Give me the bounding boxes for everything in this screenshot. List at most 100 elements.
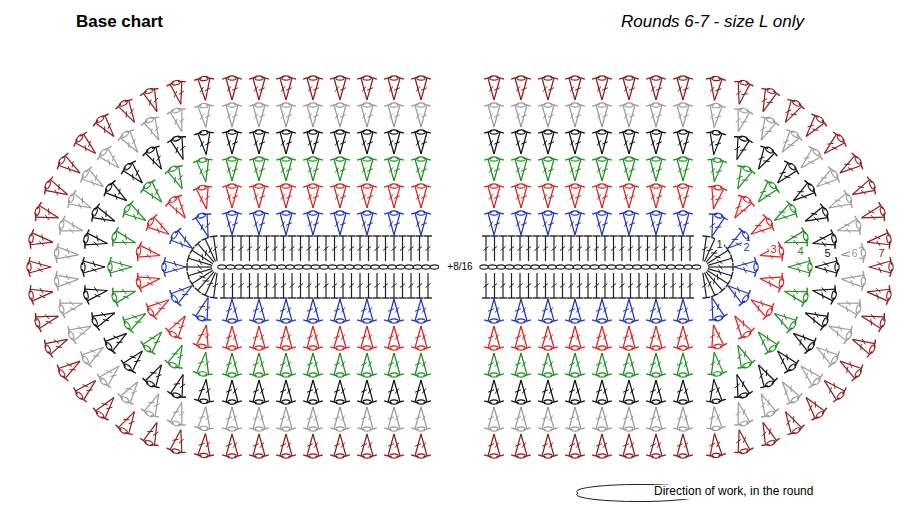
dc-slash xyxy=(421,115,427,118)
dc-slash xyxy=(123,296,129,298)
dc-slash xyxy=(103,319,109,320)
chain-stitch xyxy=(625,184,633,188)
dc-slash xyxy=(416,194,420,199)
dc-bar xyxy=(550,212,558,214)
dc-slash xyxy=(132,139,135,144)
dc-bar xyxy=(631,158,639,160)
dc-stitch xyxy=(170,402,181,422)
dc-slash xyxy=(232,169,238,172)
dc-stitch xyxy=(170,430,181,450)
dc-bar xyxy=(276,77,284,79)
dc-bar xyxy=(484,401,492,403)
dc-slash xyxy=(637,247,642,251)
dc-slash xyxy=(611,247,616,251)
dc-bar xyxy=(610,297,618,298)
dc-stitch xyxy=(367,159,373,181)
chain-stitch xyxy=(539,265,547,269)
dc-slash xyxy=(575,196,581,199)
chain-stitch xyxy=(136,278,142,287)
dc-stitch xyxy=(569,380,575,402)
dc-slash xyxy=(154,404,160,407)
chain-stitch xyxy=(490,211,498,215)
dc-stitch xyxy=(259,159,265,181)
chain-stitch xyxy=(83,291,89,300)
dc-slash xyxy=(518,247,523,251)
dc-slash xyxy=(603,361,607,366)
dc-stitch xyxy=(542,380,548,402)
chain-stitch xyxy=(144,439,153,446)
chain-stitch xyxy=(336,130,344,134)
dc-stitch xyxy=(340,299,346,321)
dc-bar xyxy=(619,347,627,349)
dc-stitch xyxy=(548,380,554,402)
dc-bar xyxy=(357,347,365,349)
dc-slash xyxy=(361,309,367,312)
dc-bar xyxy=(411,104,419,106)
chain-stitch xyxy=(228,130,236,134)
chain-stitch xyxy=(108,263,112,271)
dc-bar xyxy=(538,131,546,133)
dc-bar xyxy=(330,158,338,160)
dc-bar xyxy=(511,374,519,376)
dc-slash xyxy=(153,432,158,435)
dc-bar xyxy=(357,320,365,322)
dc-slash xyxy=(307,363,313,366)
dc-slash xyxy=(93,261,96,267)
dc-bar xyxy=(175,301,181,306)
dc-stitch xyxy=(313,78,319,100)
chain-stitch xyxy=(505,265,513,269)
dc-bar xyxy=(635,297,643,298)
dc-stitch xyxy=(259,299,265,321)
dc-slash xyxy=(521,223,527,226)
dc-bar xyxy=(646,374,654,376)
dc-slash xyxy=(232,115,238,118)
dc-stitch xyxy=(156,365,162,387)
dc-stitch xyxy=(340,186,346,208)
dc-slash xyxy=(259,196,265,199)
dc-stitch xyxy=(683,299,689,321)
dc-slash xyxy=(151,128,152,134)
dc-stitch xyxy=(307,434,313,456)
dc-stitch xyxy=(280,326,286,348)
dc-slash xyxy=(367,142,373,145)
dc-bar xyxy=(357,158,365,160)
dc-slash xyxy=(594,247,599,251)
dc-slash xyxy=(409,247,414,251)
dc-stitch xyxy=(280,299,286,321)
chain-stitch xyxy=(309,76,317,80)
dc-bar xyxy=(187,272,189,280)
dc-stitch xyxy=(542,326,548,348)
dc-bar xyxy=(222,212,230,214)
dc-bar xyxy=(141,186,145,193)
dc-slash xyxy=(389,221,393,226)
chain-stitch xyxy=(652,211,660,215)
dc-bar xyxy=(416,235,424,236)
dc-slash xyxy=(417,247,422,251)
dc-bar xyxy=(97,374,101,381)
dc-bar xyxy=(357,455,365,457)
dc-stitch xyxy=(340,78,346,100)
dc-slash xyxy=(287,415,291,420)
dc-bar xyxy=(523,185,531,187)
dc-bar xyxy=(685,212,693,214)
dc-slash xyxy=(94,242,98,247)
dc-bar xyxy=(222,428,230,430)
chain-stitch xyxy=(168,196,177,204)
dc-stitch xyxy=(415,380,421,402)
chain-stitch xyxy=(417,130,425,134)
dc-bar xyxy=(601,297,609,298)
dc-bar xyxy=(673,212,681,214)
chain-stitch xyxy=(81,169,89,178)
dc-slash xyxy=(630,361,634,366)
dc-slash xyxy=(109,159,110,165)
dc-slash xyxy=(494,223,500,226)
dc-bar xyxy=(234,158,242,160)
dc-stitch xyxy=(334,213,340,235)
dc-stitch xyxy=(596,213,602,235)
dc-bar xyxy=(62,153,68,158)
dc-slash xyxy=(620,247,625,251)
chain-stitch xyxy=(81,355,89,364)
dc-slash xyxy=(334,390,340,393)
dc-stitch xyxy=(45,190,67,194)
chain-stitch xyxy=(228,346,236,350)
